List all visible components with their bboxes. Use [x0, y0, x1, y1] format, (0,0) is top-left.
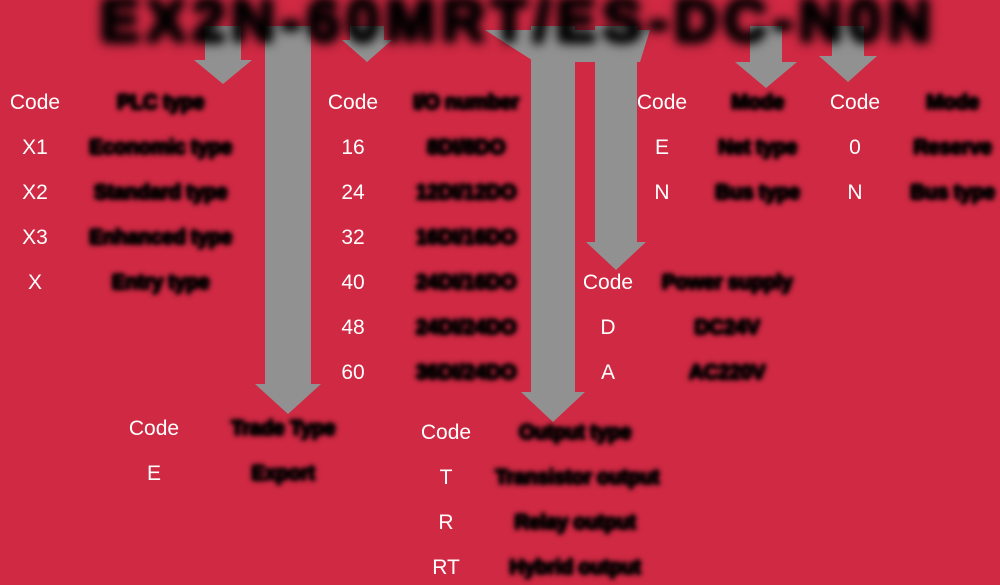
table-header-row: Code Trade Type	[119, 406, 353, 451]
desc-blob: Standard type	[93, 180, 228, 204]
desc-header-blob: Power supply	[661, 270, 793, 294]
desc-blob: 24DI/24DO	[415, 315, 517, 339]
desc-blob: 24DI/16DO	[415, 270, 517, 294]
table-row: 32 16DI/16DO	[318, 215, 536, 260]
code-cell: 48	[341, 315, 365, 339]
table-row: 40 24DI/16DO	[318, 260, 536, 305]
code-cell: X	[27, 270, 42, 294]
code-header: Code	[9, 90, 61, 114]
code-cell: 16	[341, 135, 365, 159]
table-header-row: Code Output type	[411, 410, 655, 455]
code-header: Code	[582, 270, 634, 294]
code-cell: X3	[22, 225, 48, 249]
code-header: Code	[636, 90, 688, 114]
table-header-row: Code I/O number	[318, 80, 536, 125]
desc-blob: 36DI/24DO	[415, 360, 517, 384]
arrow-io-number	[342, 26, 392, 62]
table-row: 48 24DI/24DO	[318, 305, 536, 350]
table-row: 24 12DI/12DO	[318, 170, 536, 215]
code-cell: E	[146, 461, 161, 485]
table-row: D DC24V	[573, 305, 797, 350]
table-row: RT Hybrid output	[411, 545, 655, 585]
arrow-mode-right	[819, 26, 877, 82]
table-row: X3 Enhanced type	[0, 215, 233, 260]
desc-blob: 12DI/12DO	[415, 180, 517, 204]
code-cell: E	[654, 135, 669, 159]
code-cell: 60	[341, 360, 365, 384]
arrow-power-supply	[586, 26, 646, 270]
code-header: Code	[128, 416, 180, 440]
table-row: A AC220V	[573, 350, 797, 395]
code-cell: N	[654, 180, 670, 204]
desc-blob: AC220V	[688, 360, 766, 384]
model-number-title-blob: EX2N-60MRT/ES-DC-N0N	[100, 0, 937, 54]
table-row: X2 Standard type	[0, 170, 233, 215]
code-header: Code	[327, 90, 379, 114]
desc-blob: Economic type	[89, 135, 232, 159]
code-cell: 32	[341, 225, 365, 249]
desc-blob: Bus type	[910, 180, 995, 204]
code-cell: T	[439, 465, 453, 489]
desc-blob: Bus type	[715, 180, 800, 204]
desc-blob: Export	[251, 461, 315, 485]
arrow-plc-type	[194, 26, 252, 84]
code-cell: 0	[849, 135, 861, 159]
desc-blob: Transistor output	[495, 465, 660, 489]
table-header-row: Code Mode	[820, 80, 1000, 125]
table-row: 0 Reserve	[820, 125, 1000, 170]
desc-blob: 16DI/16DO	[415, 225, 517, 249]
table-mode-right: Code Mode 0 Reserve N Bus type	[820, 80, 1000, 215]
table-row: N Bus type	[820, 170, 1000, 215]
desc-header-blob: I/O number	[413, 90, 519, 114]
desc-blob: DC24V	[694, 315, 760, 339]
code-cell: RT	[432, 555, 460, 579]
table-row: 60 36DI/24DO	[318, 350, 536, 395]
table-row: X Entry type	[0, 260, 233, 305]
arrow-output-type	[521, 26, 585, 422]
code-header: Code	[829, 90, 881, 114]
desc-blob: Enhanced type	[89, 225, 232, 249]
arrow-mode-left	[735, 26, 797, 88]
code-cell: X2	[22, 180, 48, 204]
code-cell: D	[600, 315, 616, 339]
table-row: 16 8DI/8DO	[318, 125, 536, 170]
code-cell: 24	[341, 180, 365, 204]
table-row: E Export	[119, 451, 353, 496]
table-row: N Bus type	[627, 170, 810, 215]
code-cell: N	[847, 180, 863, 204]
table-header-row: Code Power supply	[573, 260, 797, 305]
table-io-number: Code I/O number 16 8DI/8DO 24 12DI/12DO …	[318, 80, 536, 395]
table-plc-type: Code PLC type X1 Economic type X2 Standa…	[0, 80, 233, 305]
table-power-supply: Code Power supply D DC24V A AC220V	[573, 260, 797, 395]
desc-header-blob: Mode	[731, 90, 784, 114]
table-output-type: Code Output type T Transistor output R R…	[411, 410, 660, 585]
desc-blob: Net type	[718, 135, 797, 159]
table-header-row: Code PLC type	[0, 80, 233, 125]
desc-blob: 8DI/8DO	[426, 135, 506, 159]
code-header: Code	[420, 420, 472, 444]
desc-blob: Entry type	[111, 270, 210, 294]
table-row: X1 Economic type	[0, 125, 233, 170]
desc-header-blob: Mode	[926, 90, 979, 114]
table-header-row: Code Mode	[627, 80, 810, 125]
desc-header-blob: Output type	[518, 420, 632, 444]
code-cell: 40	[341, 270, 365, 294]
desc-header-blob: Trade Type	[230, 416, 336, 440]
table-row: T Transistor output	[411, 455, 660, 500]
code-cell: A	[600, 360, 615, 384]
table-row: R Relay output	[411, 500, 655, 545]
table-row: E Net type	[627, 125, 810, 170]
table-mode-left: Code Mode E Net type N Bus type	[627, 80, 810, 215]
code-cell: X1	[22, 135, 48, 159]
desc-blob: Reserve	[913, 135, 992, 159]
code-cell: R	[438, 510, 454, 534]
table-trade-type: Code Trade Type E Export	[119, 406, 353, 496]
desc-blob: Hybrid output	[509, 555, 641, 579]
desc-header-blob: PLC type	[116, 90, 205, 114]
arrow-trade-type	[255, 26, 321, 414]
desc-blob: Relay output	[514, 510, 636, 534]
